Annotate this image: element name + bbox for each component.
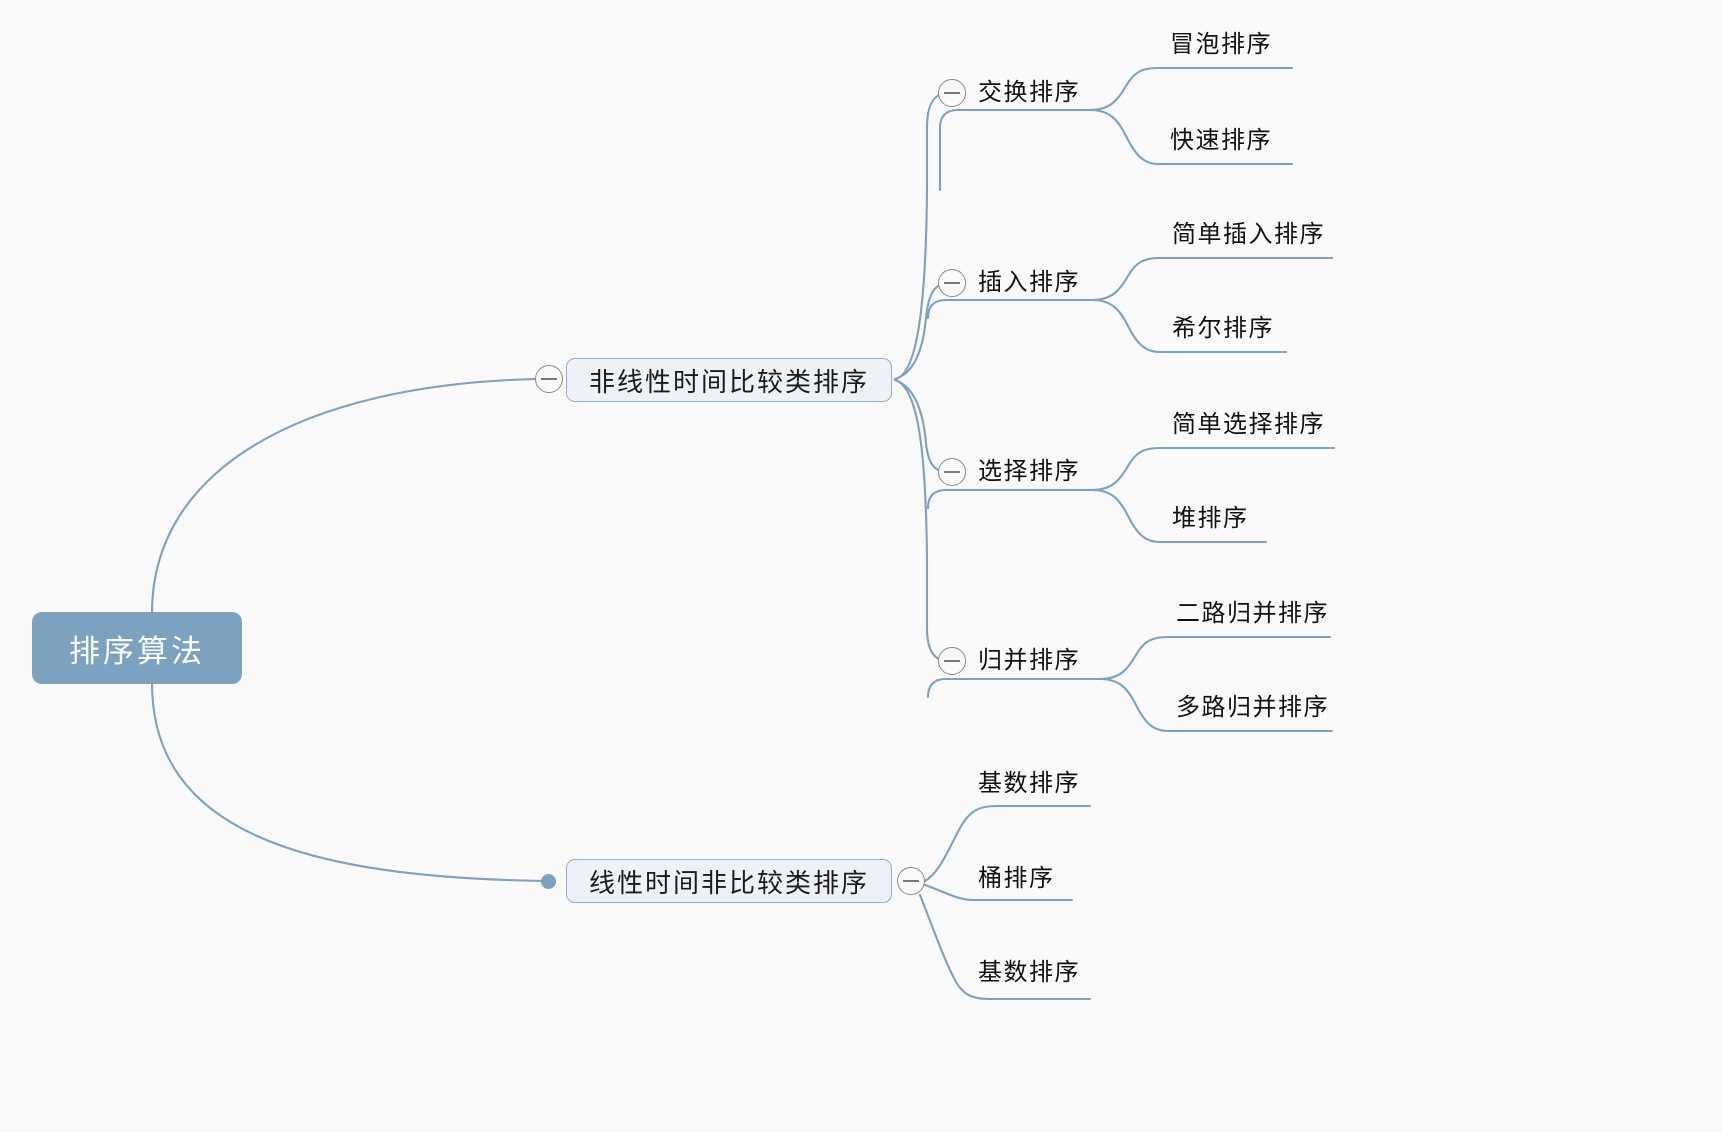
leaf-node-simple-selection-sort[interactable]: 简单选择排序 [1172, 411, 1325, 438]
leaf-node-bubble-sort[interactable]: 冒泡排序 [1170, 31, 1272, 58]
minus-collapse-icon-branch1[interactable] [535, 365, 563, 393]
minus-collapse-icon-selection[interactable] [938, 458, 966, 486]
edge-root-to-branch2 [150, 681, 550, 883]
branch-node-nonlinear[interactable]: 非线性时间比较类排序 [566, 358, 892, 402]
group-node-exchange[interactable]: 交换排序 [978, 79, 1080, 106]
edge-branch1-to-selection [893, 378, 950, 474]
leaf-node-quick-sort[interactable]: 快速排序 [1170, 127, 1272, 154]
edge-merge-to-twoway [1098, 635, 1332, 681]
leaf-node-heap-sort[interactable]: 堆排序 [1172, 505, 1249, 532]
leaf-node-radix-sort-2[interactable]: 基数排序 [978, 959, 1080, 986]
group-node-selection[interactable]: 选择排序 [978, 458, 1080, 485]
edge-branch1-to-insertion [893, 281, 950, 381]
edge-exchange-to-bubble [1088, 66, 1294, 112]
edge-exchange-underline [938, 108, 1092, 130]
edge-root-to-branch1 [150, 377, 537, 615]
group-node-insertion[interactable]: 插入排序 [978, 269, 1080, 296]
leaf-node-multi-way-merge-sort[interactable]: 多路归并排序 [1176, 694, 1329, 721]
group-node-merge[interactable]: 归并排序 [978, 647, 1080, 674]
edge-insertion-to-simple [1090, 256, 1334, 302]
edge-branch1-to-merge [893, 378, 950, 663]
dot-anchor-branch2 [541, 874, 556, 889]
edge-branch1-to-exchange [893, 91, 950, 381]
minus-collapse-icon-merge[interactable] [938, 647, 966, 675]
edge-merge-underline [926, 677, 1102, 699]
root-node[interactable]: 排序算法 [32, 612, 242, 684]
edge-insertion-underline [926, 298, 1094, 320]
leaf-node-two-way-merge-sort[interactable]: 二路归并排序 [1176, 600, 1329, 627]
edge-selection-underline [926, 488, 1094, 510]
leaf-node-radix-sort-1[interactable]: 基数排序 [978, 770, 1080, 797]
leaf-node-shell-sort[interactable]: 希尔排序 [1172, 315, 1274, 342]
leaf-node-simple-insertion-sort[interactable]: 简单插入排序 [1172, 221, 1325, 248]
minus-collapse-icon-exchange[interactable] [938, 79, 966, 107]
minus-collapse-icon-insertion[interactable] [938, 269, 966, 297]
minus-collapse-icon-branch2[interactable] [897, 867, 925, 895]
edge-selection-to-simple [1090, 446, 1336, 492]
leaf-node-bucket-sort[interactable]: 桶排序 [978, 865, 1055, 892]
branch-node-linear[interactable]: 线性时间非比较类排序 [566, 859, 892, 903]
